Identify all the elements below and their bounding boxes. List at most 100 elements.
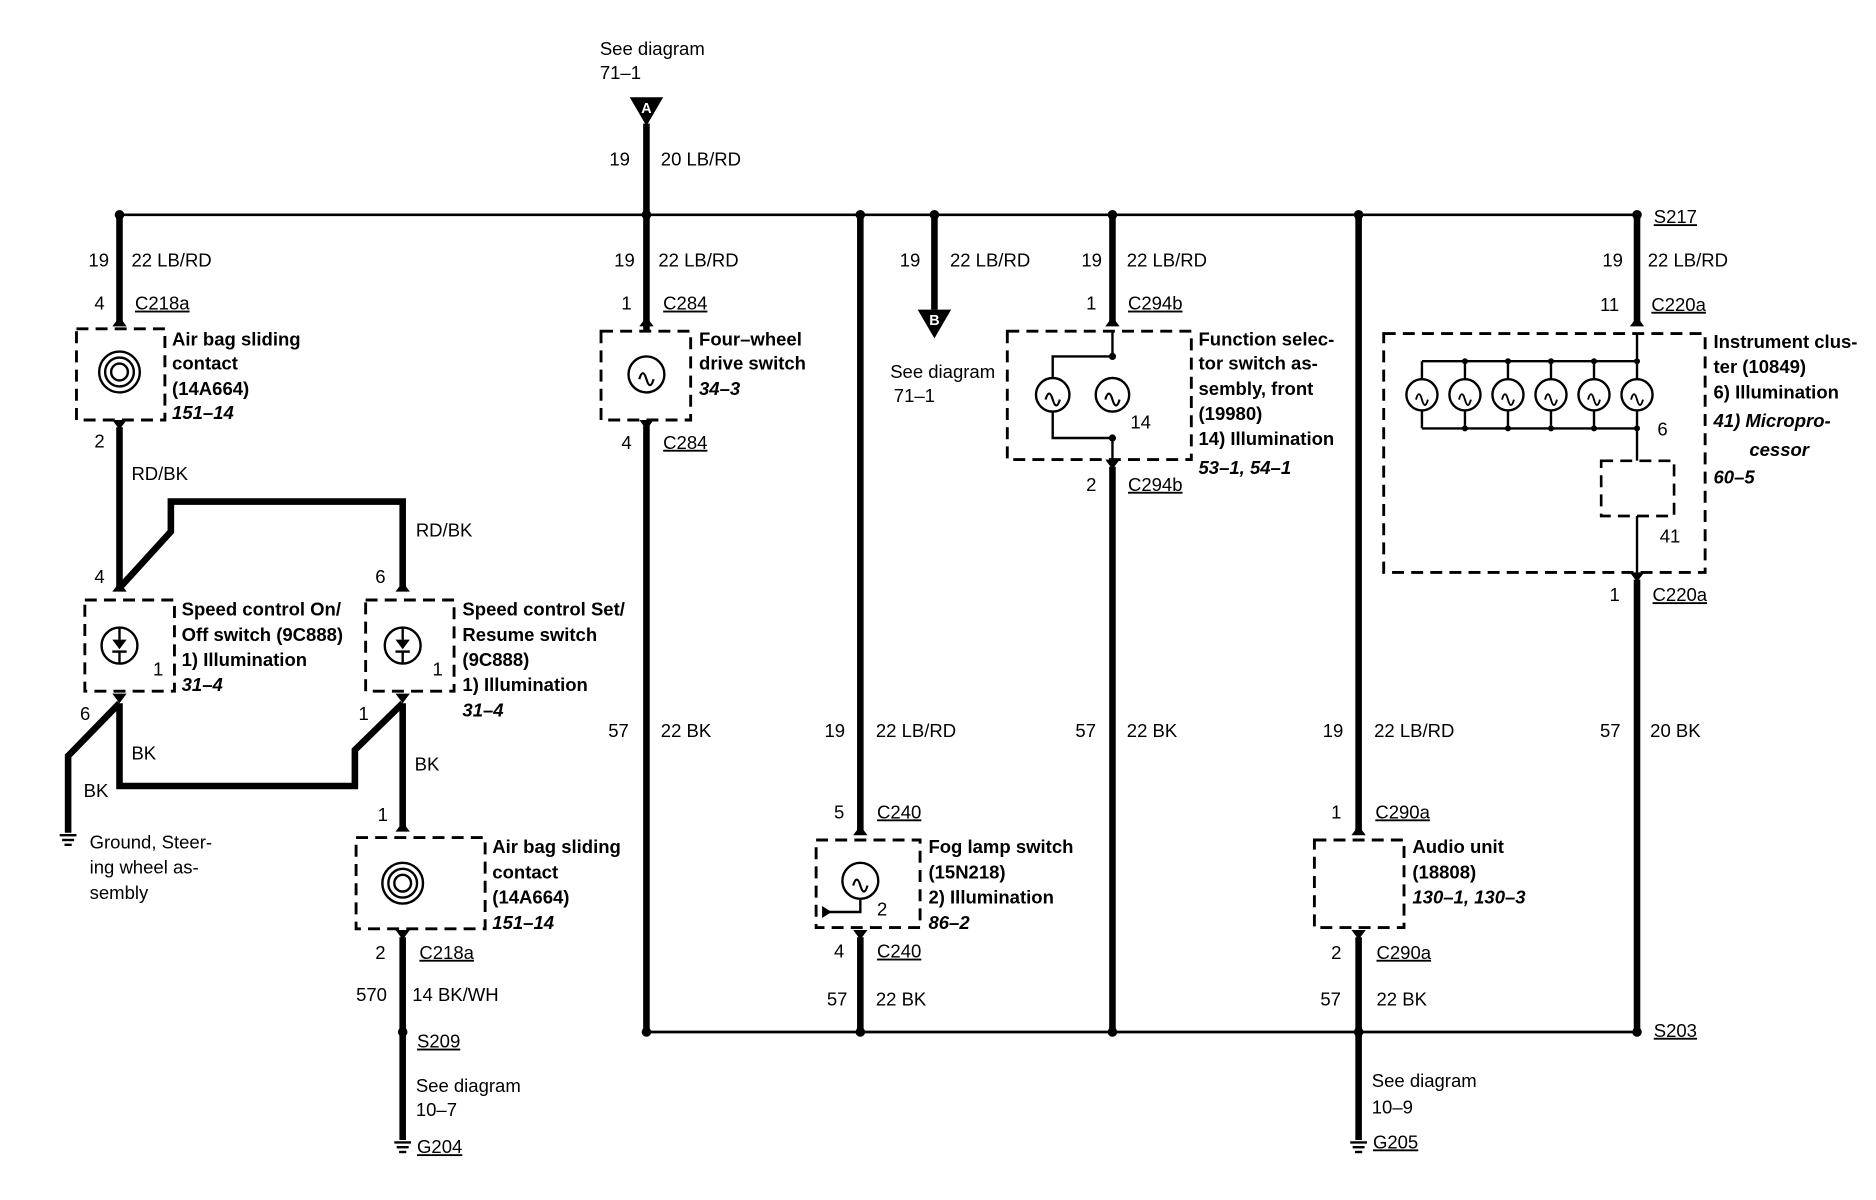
source-b-letter: B [929,313,939,329]
airbag-top-pin-out: 2 [94,431,104,452]
fog-ref: 86–2 [928,912,970,933]
function-title-2: tor switch as- [1198,353,1317,374]
airbag-top-ref: 151–14 [172,402,234,423]
connector-arrow-icon [395,822,410,832]
fourwd-ref: 34–3 [699,378,741,399]
cluster-bulb-1 [1405,361,1439,429]
fourwd-title-2: drive switch [699,353,806,374]
fourwd-circuit-out: 57 [608,720,629,741]
cluster-circuit: 19 [1602,249,1623,270]
fourwd-pin-in: 1 [621,293,631,314]
junction-dot [1108,434,1117,442]
airbag-bottom-title-3: (14A664) [492,887,569,908]
dimmer-arrow-icon [822,906,832,918]
speed-set-inner-pin: 1 [433,659,443,680]
connector-arrow-icon [395,693,410,704]
junction-dot [1634,425,1641,432]
source-b-line-2: 71–1 [894,385,935,406]
airbag-bottom-conn-out: C218a [419,942,474,963]
speed-onoff-pin-out: 6 [80,703,90,724]
audio-wire-out: 22 BK [1377,989,1428,1010]
bulb-icon [841,861,880,900]
speed-onoff-wire-bk-b: BK [84,780,109,801]
cluster-micro-2: cessor [1749,439,1810,460]
bulb-icon [1630,393,1644,406]
airbag-top-pin-in: 4 [94,293,104,314]
cluster-wire: 22 LB/RD [1648,249,1728,270]
airbag-bottom-pin-in: 1 [378,804,388,825]
feed-circuit: 19 [609,149,630,170]
speed-set-wire-in: RD/BK [416,519,473,540]
branch-function-selector: 19 22 LB/RD 1 C294b 14 Function selec- t… [1005,210,1334,1037]
led-bulb-icon [100,626,139,665]
source-b-line-1: See diagram [890,361,995,382]
g204-label: G204 [417,1136,462,1157]
function-wire-out: 22 BK [1127,720,1178,741]
bulb-icon [1415,393,1429,406]
junction-dot [1504,425,1511,432]
audio-pin-in: 1 [1331,801,1341,822]
speed-set-ref: 31–4 [462,699,503,720]
fourwd-circuit: 19 [614,249,635,270]
speed-onoff-inner-pin: 1 [153,659,163,680]
connector-arrow-icon [112,582,127,592]
cluster-micro-1: 41) Micropro- [1712,410,1830,431]
s209-splice-dot [397,1027,408,1037]
function-ref: 53–1, 54–1 [1198,457,1291,478]
speed-onoff-title-1: Speed control On/ [182,599,341,620]
airbag-top-title-3: (14A664) [172,378,249,399]
bulb-icon [1458,393,1472,406]
fog-title-3: 2) Illumination [928,887,1053,908]
airbag-top-circuit: 19 [88,249,109,270]
audio-circuit-out: 57 [1320,989,1341,1010]
connector-arrow-icon [395,582,410,592]
audio-title-2: (18808) [1412,861,1476,882]
speed-set-title-2: Resume switch [462,624,597,645]
cluster-pin-in: 11 [1600,294,1619,315]
wire-onoff-bk-loop [116,700,405,790]
connector-arrow-icon [1629,316,1645,327]
fog-title-2: (15N218) [928,861,1005,882]
junction-dot [641,210,652,220]
speed-set-pin-out: 1 [358,703,368,724]
connector-arrow-icon [853,930,868,940]
cluster-bulb-5 [1577,361,1611,429]
connector-arrow-icon [639,316,654,327]
connector-arrow-icon [1105,316,1120,327]
connector-arrow-icon [1105,459,1120,470]
junction-dot [1591,358,1597,365]
g205-line-2: 10–9 [1372,1097,1413,1118]
cluster-pin-6: 6 [1657,419,1667,440]
cluster-title-2: ter (10849) [1713,356,1806,377]
function-circuit-out: 57 [1075,720,1096,741]
airbag-bottom-title-1: Air bag sliding [492,836,621,857]
connector-arrow-icon [1629,572,1645,582]
clockspring-icon [381,861,425,905]
speed-onoff-component-box [83,598,176,693]
airbag-top-conn-in: C218a [135,293,190,314]
function-title-3: sembly, front [1198,378,1313,399]
audio-circuit: 19 [1323,720,1344,741]
cluster-bulb-2 [1448,361,1482,429]
function-inner-pin: 14 [1130,411,1151,432]
wire-rdbk-crossover [117,498,406,591]
wire-onoff-bk-ground [64,700,122,833]
bulb-icon [627,355,666,394]
audio-pin-out: 2 [1331,942,1341,963]
junction-dot [1353,1027,1364,1037]
connector-arrow-icon [112,420,127,430]
source-a-line-2: 71–1 [600,62,641,83]
speed-onoff-title-3: 1) Illumination [182,649,307,670]
function-title-5: 14) Illumination [1198,428,1334,449]
branch-airbag-speed-control: 19 22 LB/RD 4 C218a Air bag sliding cont… [59,210,625,1157]
connector-arrow-icon [1351,930,1366,940]
function-conn-in: C294b [1128,293,1183,314]
function-title-4: (19980) [1198,403,1262,424]
airbag-top-title-1: Air bag sliding [172,329,301,350]
junction-dot [1461,425,1468,432]
airbag-bottom-pin-out: 2 [375,942,385,963]
junction-dot [1108,352,1117,360]
speed-onoff-wire-bk-a: BK [131,743,156,764]
connector-arrow-icon [112,693,127,704]
bulb-icon [1094,376,1131,413]
